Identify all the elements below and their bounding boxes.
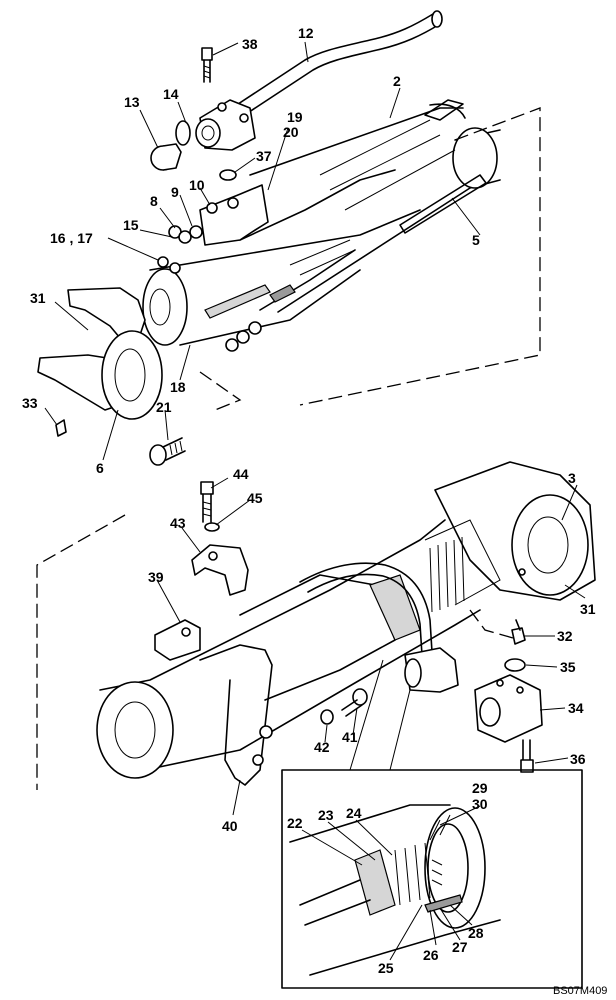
callout-25: 25 bbox=[378, 960, 394, 976]
drawing-code: BS07M409 bbox=[553, 985, 607, 997]
callout-24: 24 bbox=[346, 805, 362, 821]
bolt-44 bbox=[200, 481, 214, 523]
upper-cutaway-frame bbox=[199, 107, 541, 411]
callout-41: 41 bbox=[342, 729, 358, 745]
callout-leaders bbox=[44, 41, 586, 961]
pipe-lower bbox=[299, 562, 459, 693]
plug-13 bbox=[150, 143, 182, 171]
callout-43: 43 bbox=[170, 515, 186, 531]
callout-44: 44 bbox=[233, 466, 249, 482]
pipe-12 bbox=[231, 10, 443, 119]
callout-6: 6 bbox=[96, 460, 104, 476]
callout-31-upper: 31 bbox=[30, 290, 46, 306]
callout-13: 13 bbox=[124, 94, 140, 110]
bolt-38 bbox=[201, 47, 213, 83]
callout-18: 18 bbox=[170, 379, 186, 395]
lower-assembly bbox=[36, 461, 596, 989]
grease-fitting-33 bbox=[55, 419, 67, 437]
callout-10: 10 bbox=[189, 177, 205, 193]
o-ring-35 bbox=[504, 658, 526, 672]
callout-34: 34 bbox=[568, 700, 584, 716]
piston-rod-body bbox=[142, 169, 421, 346]
clamp-band-40 bbox=[199, 644, 273, 786]
callout-40: 40 bbox=[222, 818, 238, 834]
cylinder-tube-2 bbox=[249, 99, 501, 313]
washer-42 bbox=[320, 709, 334, 725]
callout-8: 8 bbox=[150, 193, 158, 209]
washer-45 bbox=[204, 522, 220, 532]
callout-labels: 38 12 2 13 14 19 20 37 10 9 8 15 16 , 17… bbox=[22, 25, 607, 997]
callout-9: 9 bbox=[171, 184, 179, 200]
callout-2: 2 bbox=[393, 73, 401, 89]
callout-39: 39 bbox=[148, 569, 164, 585]
upper-assembly bbox=[37, 10, 541, 466]
callout-19: 19 bbox=[287, 109, 303, 125]
callout-12: 12 bbox=[298, 25, 314, 41]
flange-14 bbox=[195, 99, 256, 151]
callout-20: 20 bbox=[283, 124, 299, 140]
callout-28: 28 bbox=[468, 925, 484, 941]
detail-inset bbox=[281, 769, 583, 989]
o-ring-37 bbox=[219, 169, 237, 181]
bolt-21 bbox=[149, 437, 186, 466]
callout-29: 29 bbox=[472, 780, 488, 796]
callout-21: 21 bbox=[156, 399, 172, 415]
callout-36: 36 bbox=[570, 751, 586, 767]
cylinder-tube-lower bbox=[96, 519, 501, 779]
callout-37: 37 bbox=[256, 148, 272, 164]
callout-26: 26 bbox=[423, 947, 439, 963]
callout-31-lower: 31 bbox=[580, 601, 596, 617]
callout-42: 42 bbox=[314, 739, 330, 755]
callout-35: 35 bbox=[560, 659, 576, 675]
flange-34 bbox=[474, 674, 543, 743]
callout-15: 15 bbox=[123, 217, 139, 233]
rod-end-3 bbox=[434, 461, 596, 601]
callout-45: 45 bbox=[247, 490, 263, 506]
callout-22: 22 bbox=[287, 815, 303, 831]
strap-39 bbox=[154, 619, 201, 661]
lower-cutaway-frame bbox=[36, 514, 521, 790]
bushing-6 bbox=[101, 330, 163, 420]
callout-16-17: 16 , 17 bbox=[50, 230, 93, 246]
bolt-set-upper bbox=[157, 225, 262, 352]
callout-30: 30 bbox=[472, 796, 488, 812]
flange-block-10 bbox=[199, 184, 269, 246]
clamp-half-43 bbox=[191, 544, 249, 596]
callout-5: 5 bbox=[472, 232, 480, 248]
callout-32: 32 bbox=[557, 628, 573, 644]
bolt-36 bbox=[520, 739, 534, 773]
callout-38: 38 bbox=[242, 36, 258, 52]
callout-3: 3 bbox=[568, 470, 576, 486]
inset-leader-lines bbox=[349, 659, 411, 771]
o-ring-14 bbox=[175, 120, 191, 146]
callout-14: 14 bbox=[163, 86, 179, 102]
fitting-32 bbox=[511, 619, 526, 645]
callout-33: 33 bbox=[22, 395, 38, 411]
callout-27: 27 bbox=[452, 939, 468, 955]
callout-23: 23 bbox=[318, 807, 334, 823]
bolt-41 bbox=[341, 688, 368, 717]
